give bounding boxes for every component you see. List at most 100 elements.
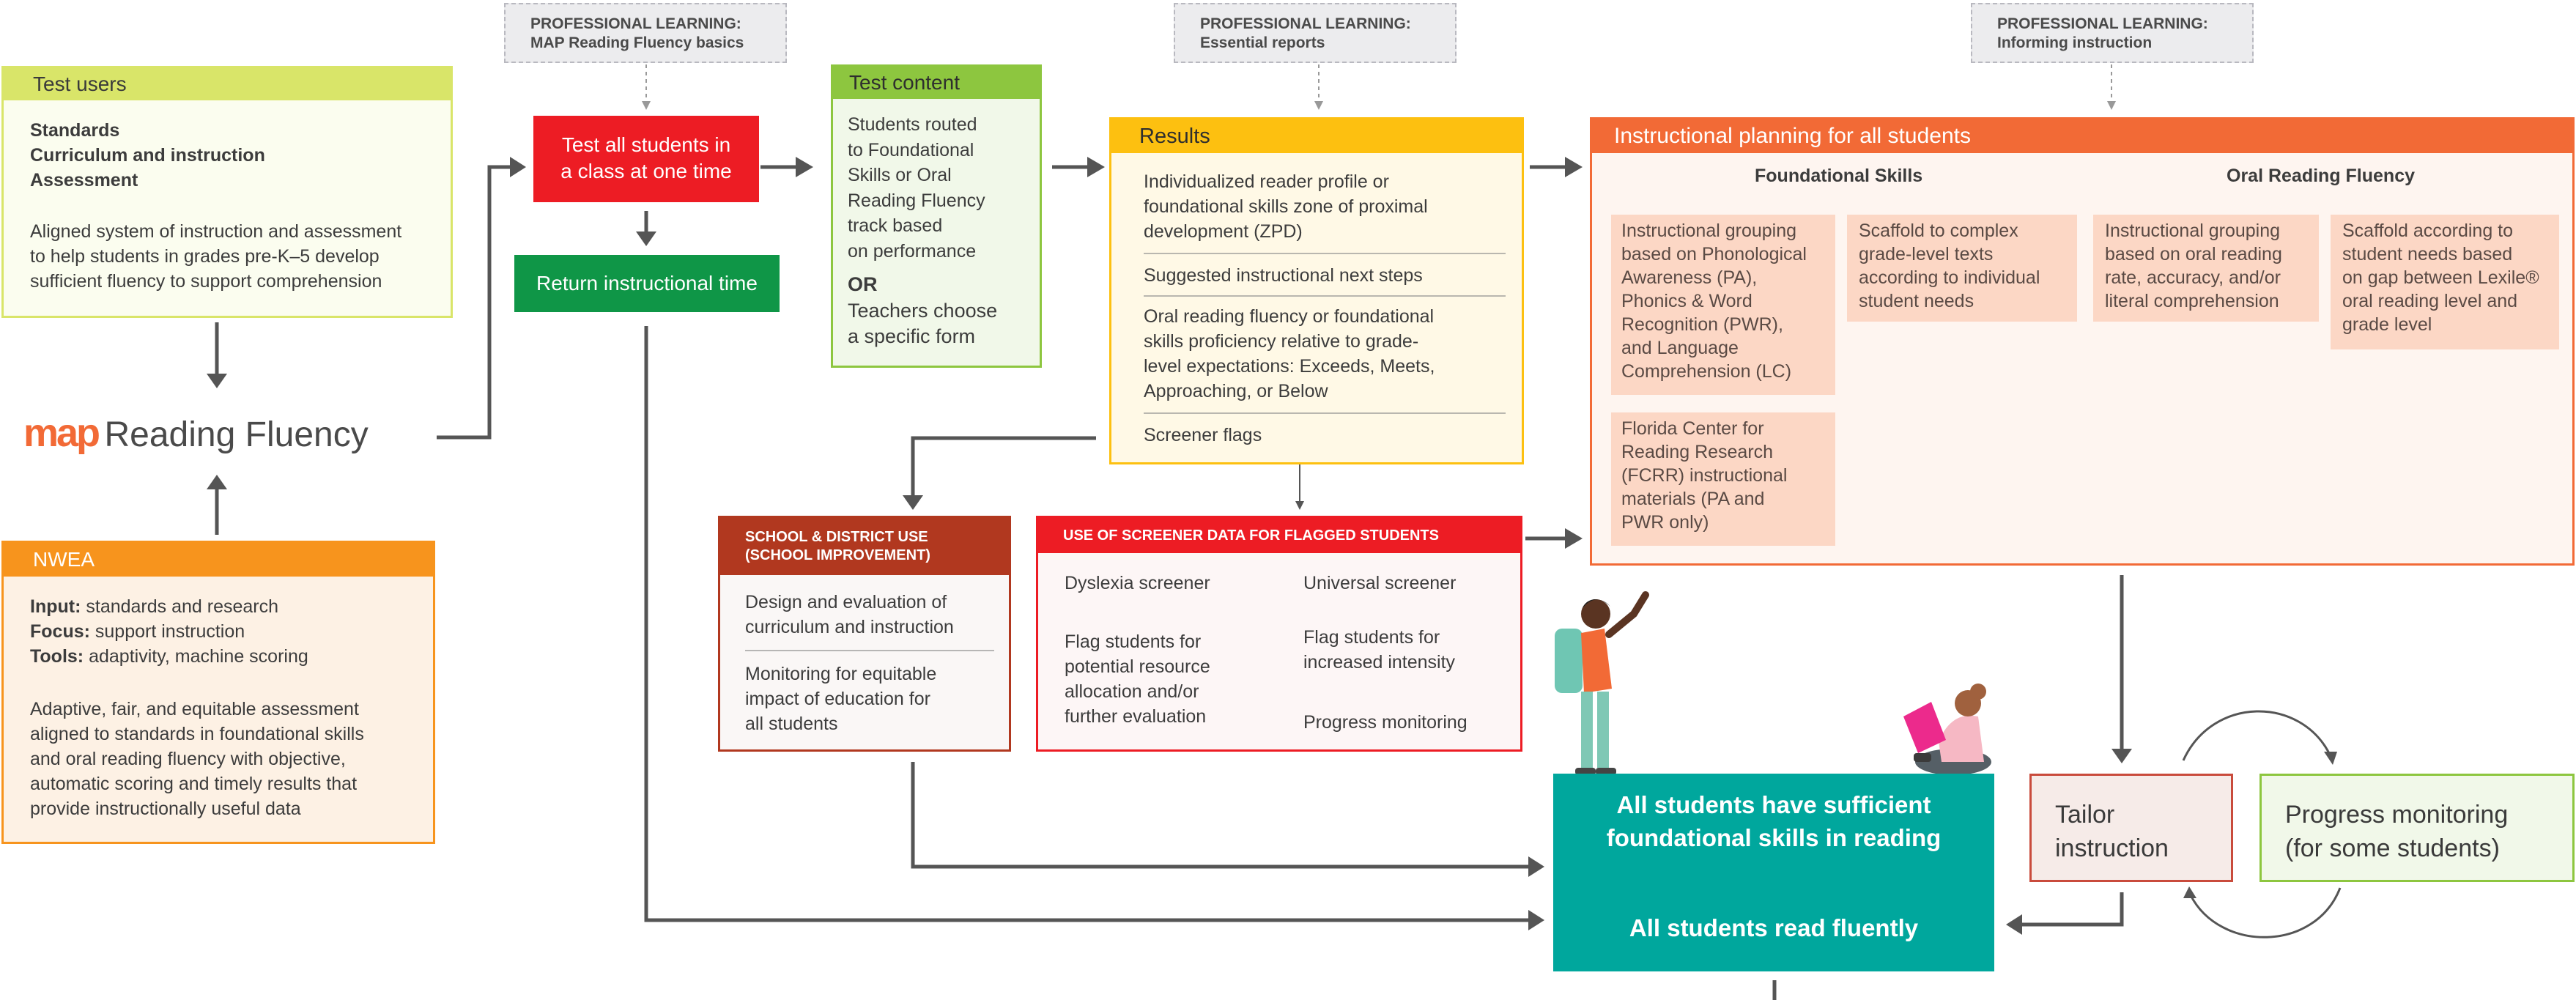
results-divider [1144,412,1506,414]
results-line: Suggested instructional next steps [1144,265,1423,286]
results-line: skills proficiency relative to grade- [1144,331,1419,352]
planning-cell-line: Comprehension (LC) [1621,361,1792,382]
outcome-line: foundational skills in reading [1606,824,1942,851]
test-all-students-box: Test all students in a class at one time [533,116,759,202]
progress-monitoring-box: Progress monitoring (for some students) [2259,774,2575,882]
test-users-standards: Standards [30,120,120,141]
nwea-body-line: provide instructionally useful data [30,799,301,819]
dyslexia-screener-body: Flag students for potential resource all… [1065,629,1210,729]
planning-cell-line: Reading Research [1621,442,1774,462]
return-instructional-time-box: Return instructional time [514,255,780,312]
school-divider [745,650,994,651]
nwea-body-line: aligned to standards in foundational ski… [30,724,364,744]
school-item-design: Design and evaluation of curriculum and … [745,590,994,650]
cycle-arrow-bottom [2189,887,2342,938]
nwea-title: NWEA [33,548,95,571]
planning-cell-line: grade level [2342,314,2432,335]
screener-line: potential resource [1065,656,1210,677]
test-users-list: Standards Curriculum and instruction Ass… [30,118,265,193]
planning-cell-line: oral reading level and [2342,291,2518,311]
screener-line: Flag students for [1303,627,1440,648]
foundational-skills-label: Foundational Skills [1755,166,1923,186]
planning-cell-line: Awareness (PA), [1621,267,1758,288]
universal-screener-label: Universal screener [1303,573,1457,593]
nwea-attributes: Input: standards and research Focus: sup… [30,594,308,669]
test-content-line: to Foundational [848,139,974,160]
dyslexia-screener-label: Dyslexia screener [1065,573,1210,593]
planning-cell-line: materials (PA and [1621,489,1765,509]
nwea-focus-value: support instruction [89,621,245,642]
cycle-arrow-top [2182,710,2331,761]
nwea-input-key: Input: [30,596,81,617]
results-header: Results [1111,119,1522,153]
results-item-proficiency: Oral reading fluency or foundational ski… [1144,297,1506,412]
school-district-header: SCHOOL & DISTRICT USE (SCHOOL IMPROVEMEN… [720,518,1009,575]
nwea-tools-line: Tools: adaptivity, machine scoring [30,644,308,669]
school-line: curriculum and instruction [745,617,954,637]
school-item-monitoring: Monitoring for equitable impact of educa… [745,651,994,736]
planning-cell-line: Florida Center for [1621,418,1764,439]
pl-reports-box: PROFESSIONAL LEARNING: Essential reports [1174,3,1457,63]
school-line: impact of education for [745,689,930,709]
test-users-body-line: sufficient fluency to support comprehens… [30,271,382,292]
results-line: Individualized reader profile or [1144,171,1389,192]
instructional-planning-box: Instructional planning for all students … [1590,117,2575,566]
planning-cell-line: and Language [1621,338,1739,358]
results-divider [1144,253,1506,254]
test-users-body-line: Aligned system of instruction and assess… [30,221,402,242]
outcome-line: All students have sufficient [1616,791,1931,818]
test-users-box: Test users Standards Curriculum and inst… [1,66,453,318]
planning-cell-line: literal comprehension [2105,291,2279,311]
planning-cell-line: rate, accuracy, and/or [2105,267,2281,288]
school-line: all students [745,714,838,734]
arrow-logo-to-test [437,165,513,440]
test-users-body-line: to help students in grades pre-K–5 devel… [30,246,380,267]
outcome-sufficient-skills: All students have sufficient foundationa… [1553,774,1994,854]
planning-title: Instructional planning for all students [1614,124,1971,148]
test-content-header: Test content [833,67,1040,99]
results-item-profile: Individualized reader profile or foundat… [1144,169,1506,253]
planning-cell-line: based on Phonological [1621,244,1807,264]
results-divider [1144,295,1506,297]
planning-cell-line: Phonics & Word [1621,291,1753,311]
school-line: Monitoring for equitable [745,664,937,684]
nwea-body: Adaptive, fair, and equitable assessment… [30,697,364,821]
logo-map-wordmark: map [23,411,100,455]
screener-line: further evaluation [1065,706,1207,727]
planning-cell-fcrr: Florida Center for Reading Research (FCR… [1611,412,1835,546]
planning-header: Instructional planning for all students [1592,119,2572,153]
tailor-line2: instruction [2055,834,2169,862]
nwea-focus-key: Focus: [30,621,90,642]
results-item-screener-flags: Screener flags [1144,414,1506,448]
results-item-next-steps: Suggested instructional next steps [1144,254,1506,295]
results-line: foundational skills zone of proximal [1144,196,1428,217]
test-users-header: Test users [4,68,451,100]
outcome-box: All students have sufficient foundationa… [1553,774,1994,971]
pl-basics-line1: PROFESSIONAL LEARNING: [530,15,741,32]
pl-informing-box: PROFESSIONAL LEARNING: Informing instruc… [1971,3,2254,63]
return-time-label: Return instructional time [536,272,758,295]
nwea-tools-value: adaptivity, machine scoring [84,646,308,667]
planning-cell-scaffold-fs: Scaffold to complex grade-level texts ac… [1847,215,2077,322]
test-content-line: Reading Fluency [848,190,985,211]
map-reading-fluency-logo: map Reading Fluency [23,410,434,462]
test-content-box: Test content Students routed to Foundati… [831,64,1042,368]
test-users-title: Test users [33,73,127,95]
progress-line1: Progress monitoring [2285,801,2509,829]
pl-reports-line2: Essential reports [1200,34,1325,51]
planning-cell-line: Recognition (PWR), [1621,314,1783,335]
test-content-line: a specific form [848,325,976,347]
planning-cell-line: PWR only) [1621,512,1709,533]
nwea-input-line: Input: standards and research [30,594,308,619]
progress-line2: (for some students) [2285,834,2500,862]
planning-cell-line: grade-level texts [1859,244,1994,264]
test-content-or: OR [848,273,878,295]
universal-screener-body: Flag students for increased intensity [1303,625,1455,675]
planning-cell-line: student needs based [2342,244,2513,264]
screener-header: USE OF SCREENER DATA FOR FLAGGED STUDENT… [1038,518,1520,553]
school-district-use-box: SCHOOL & DISTRICT USE (SCHOOL IMPROVEMEN… [718,516,1011,752]
test-all-line2: a class at one time [560,160,732,182]
screener-line: increased intensity [1303,652,1456,673]
results-line: Oral reading fluency or foundational [1144,306,1435,327]
test-content-line: track based [848,215,943,236]
